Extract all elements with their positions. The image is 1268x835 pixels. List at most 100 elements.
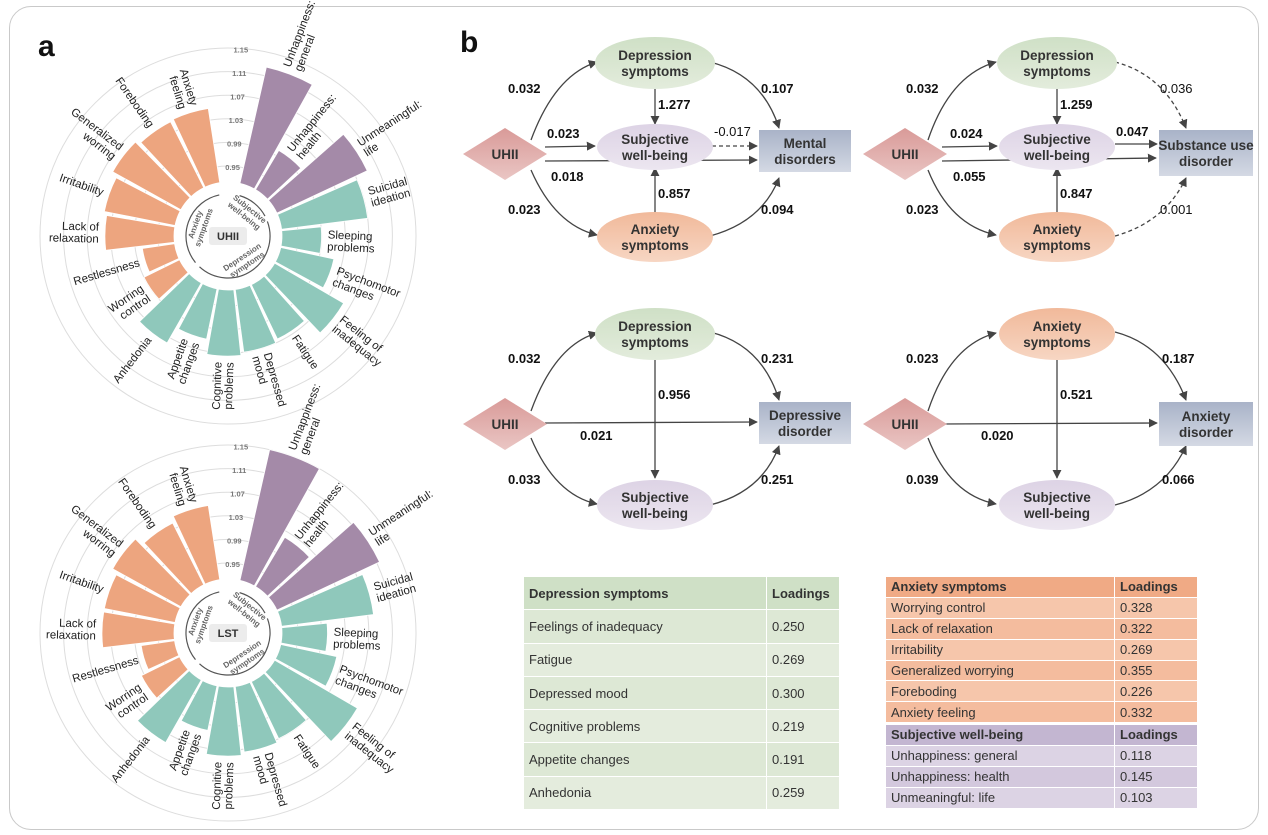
category-label: Suicidalideation xyxy=(372,571,417,605)
bar-generalized-worring xyxy=(112,141,191,211)
table-cell: 0.300 xyxy=(766,676,840,711)
coef-med1-med2: 0.521 xyxy=(1060,387,1093,402)
radial-gridline xyxy=(63,71,393,401)
table-cell: 0.103 xyxy=(1114,787,1198,809)
radial-tick-label: 0.99 xyxy=(227,140,242,149)
bar-foreboding xyxy=(143,522,205,595)
radial-gridline xyxy=(86,491,370,775)
coef-uhii-anx: 0.023 xyxy=(508,202,541,217)
table-cell: Cognitive problems xyxy=(524,709,767,744)
coef-uhii-out: 0.021 xyxy=(580,428,613,443)
coef-uhii-anx: 0.023 xyxy=(906,202,939,217)
table-cell: Anhedonia xyxy=(524,776,767,811)
wellbeing-loadings-table: Subjective well-being Loadings Unhappine… xyxy=(886,725,1198,809)
bar-unhappiness-health xyxy=(255,536,310,597)
bar-unhappiness-health xyxy=(255,149,302,200)
table-cell: Unhappiness: general xyxy=(886,745,1115,767)
path-edges xyxy=(927,330,1188,507)
table-header-cell: Loadings xyxy=(766,577,840,611)
edge-uhii-med2 xyxy=(530,437,598,507)
node-depression xyxy=(595,37,715,89)
table-cell: Feelings of inadequacy xyxy=(524,609,767,644)
bar-sleeping-problems xyxy=(280,622,328,652)
bar-sleeping-problems xyxy=(280,226,322,254)
coef-med2-out: 0.066 xyxy=(1162,472,1195,487)
radial-tick-label: 1.11 xyxy=(232,69,246,78)
bar-appetite-changes xyxy=(180,680,218,731)
category-label: Fatigue xyxy=(291,733,322,772)
node-wellbeing xyxy=(597,480,713,530)
table-cell: 0.145 xyxy=(1114,766,1198,788)
anxiety-loadings-table: Anxiety symptoms Loadings Worrying contr… xyxy=(886,577,1198,724)
group-arc xyxy=(185,591,220,660)
category-label: Irritability xyxy=(58,172,106,199)
table-header-row: Depression symptoms Loadings xyxy=(524,577,840,611)
bar-suicidal-ideation xyxy=(276,573,374,627)
bar-appetite-changes xyxy=(177,283,218,340)
table-cell: Unhappiness: health xyxy=(886,766,1115,788)
edge-anx-out xyxy=(1114,177,1187,237)
radial-gridline xyxy=(86,94,370,378)
table-header-cell: Subjective well-being xyxy=(886,725,1115,746)
table-header-cell: Loadings xyxy=(1114,577,1198,598)
node-uhii-label: UHII xyxy=(492,417,519,432)
bar-anxiety-feeling xyxy=(172,505,221,585)
table-cell: Depressed mood xyxy=(524,676,767,711)
coef-uhii-swb: 0.023 xyxy=(547,126,580,141)
edge-uhii-swb xyxy=(941,141,998,151)
radial-tick-label: 1.03 xyxy=(229,116,244,125)
radial-tick-label: 0.95 xyxy=(225,163,240,172)
table-cell: Appetite changes xyxy=(524,742,767,777)
radial-gridline xyxy=(39,47,417,425)
edge-med2-out xyxy=(1114,445,1187,506)
center-label: UHII xyxy=(217,231,239,243)
category-label: Sleepingproblems xyxy=(333,627,382,653)
edge-uhii-med1 xyxy=(530,330,598,412)
category-label: Unhappiness:general xyxy=(282,0,330,73)
category-label: Unmeaningful:life xyxy=(367,488,442,549)
radial-tick-label: 1.11 xyxy=(232,466,246,475)
bar-anhedonia xyxy=(138,272,202,344)
coef-uhii-out: 0.018 xyxy=(551,169,584,184)
table-header-cell: Anxiety symptoms xyxy=(886,577,1115,598)
node-uhii xyxy=(863,398,947,450)
category-label: Sleepingproblems xyxy=(327,229,376,255)
category-label: Unhappiness:general xyxy=(287,382,335,456)
table-header-cell: Loadings xyxy=(1114,725,1198,746)
table-cell: 0.191 xyxy=(766,742,840,777)
table-cell: Fatigue xyxy=(524,643,767,677)
table-cell: 0.250 xyxy=(766,609,840,644)
category-label: Anhedonia xyxy=(109,734,153,785)
table-cell: Lack of relaxation xyxy=(886,618,1115,640)
coef-uhii-med1: 0.023 xyxy=(906,351,939,366)
category-label: Appetitechanges xyxy=(165,337,202,386)
radial-gridline xyxy=(39,444,417,822)
coef-med1-out: 0.231 xyxy=(761,351,794,366)
node-anxiety xyxy=(597,212,713,262)
edge-uhii-out xyxy=(941,418,1158,428)
coef-anx-out: 0.094 xyxy=(761,202,794,217)
category-label: Fatigue xyxy=(289,333,320,372)
bar-lack-of-relaxation xyxy=(101,611,176,649)
bar-worring-control xyxy=(143,259,189,300)
bar-psychomotor-changes xyxy=(274,247,335,289)
group-arc xyxy=(199,618,271,676)
